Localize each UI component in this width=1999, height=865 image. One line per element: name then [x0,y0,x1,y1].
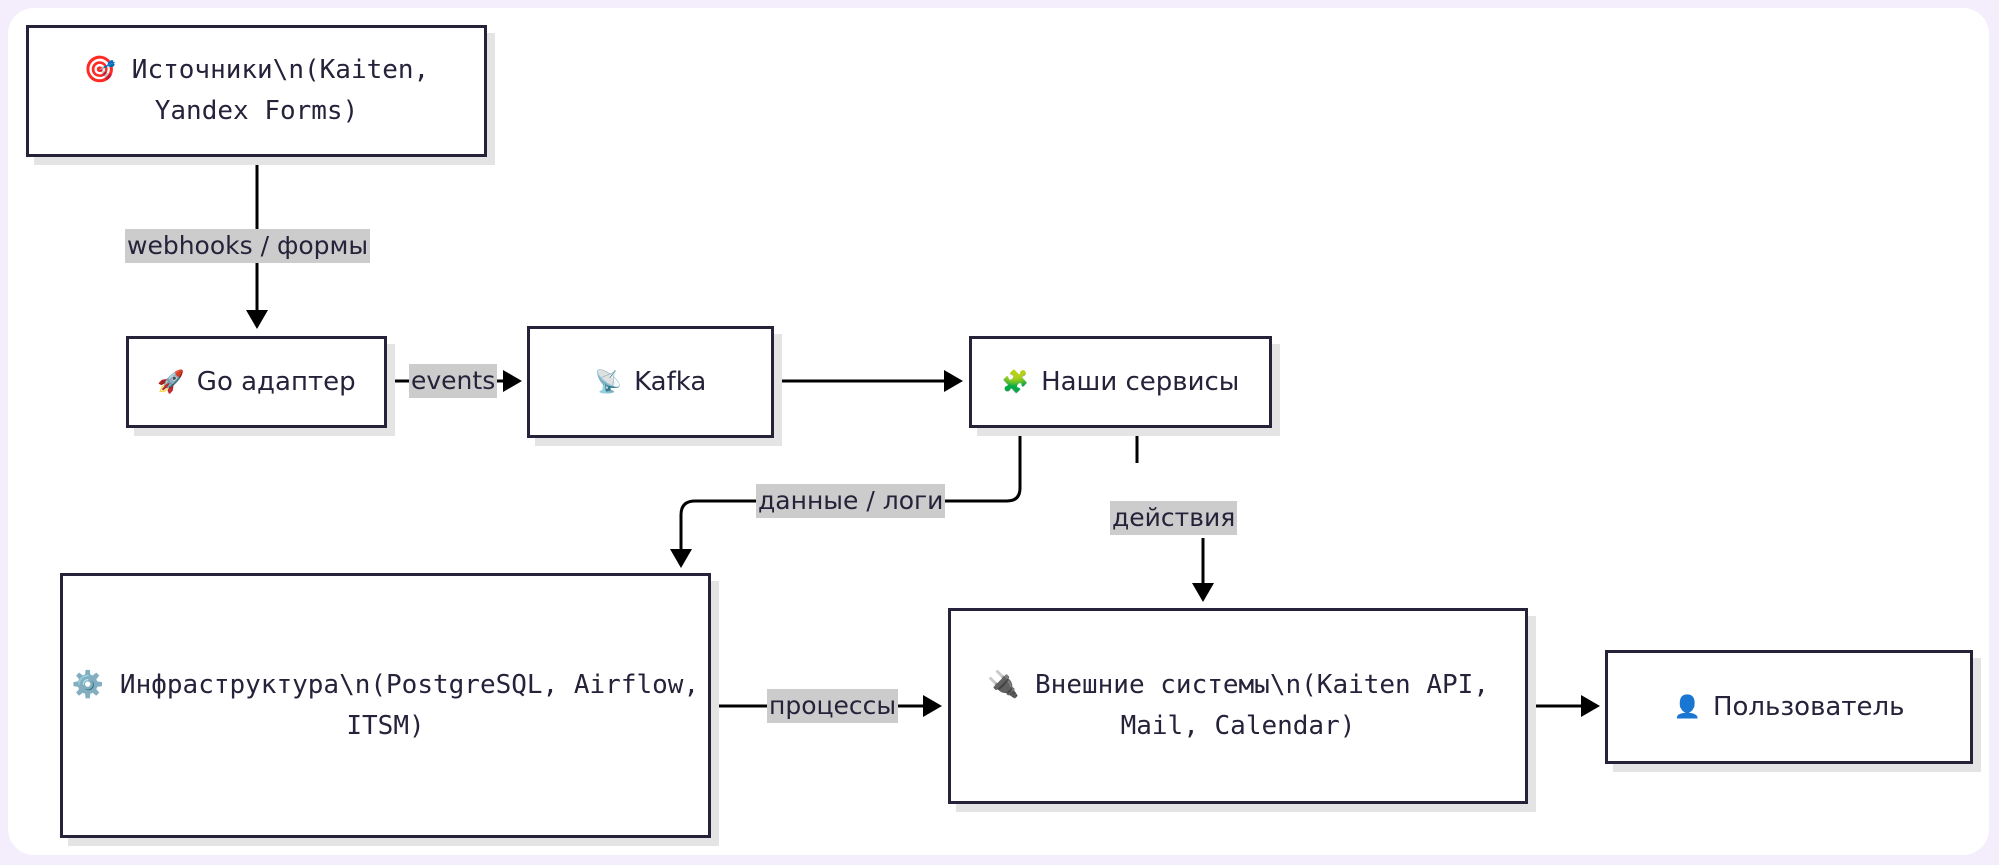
node-user-label: Пользователь [1712,691,1905,722]
node-services-label: Наши сервисы [1041,366,1240,397]
edge-label-events: events [409,364,498,398]
arrowhead-external [1192,583,1214,602]
edge-label-processes: процессы [767,689,899,723]
puzzle-icon: 🧩 [1001,369,1030,395]
node-infra-line1: Инфраструктура\n(PostgreSQL, Airflow, [119,669,700,700]
node-services: 🧩 Наши сервисы [969,336,1272,428]
edge-label-actions: действия [1110,501,1238,535]
node-sources-line2: Yandex Forms) [154,96,359,126]
node-external: 🔌 Внешние системы\n(Kaiten API, Mail, Ca… [948,608,1528,804]
edge-label-webhooks: webhooks / формы [125,229,371,263]
node-external-line2: Mail, Calendar) [1120,711,1356,741]
node-go-adapter: 🚀 Go адаптер [126,336,387,428]
node-sources: 🎯 Источники\n(Kaiten, Yandex Forms) [26,25,487,157]
node-sources-line1: Источники\n(Kaiten, [131,55,430,85]
user-icon: 👤 [1673,694,1701,720]
arrowhead-external-left [923,695,942,717]
arrowhead-services [944,370,963,392]
target-icon: 🎯 [83,55,117,85]
arrowhead-kafka [503,370,522,392]
node-user: 👤 Пользователь [1605,650,1973,764]
gear-icon: ⚙️ [71,669,105,700]
node-external-line1: Внешние системы\n(Kaiten API, [1035,670,1489,700]
node-infra: ⚙️ Инфраструктура\n(PostgreSQL, Airflow,… [60,573,711,838]
arrowhead-user [1581,695,1600,717]
edge-services-external [1135,427,1205,583]
satellite-icon: 📡 [594,369,623,395]
node-kafka-label: Kafka [634,366,707,397]
node-kafka: 📡 Kafka [527,326,774,438]
edge-label-data-logs: данные / логи [756,484,946,518]
arrowhead-go-adapter [246,310,268,329]
node-go-adapter-label: Go адаптер [196,366,356,397]
rocket-icon: 🚀 [157,369,185,395]
plug-icon: 🔌 [987,670,1020,700]
arrowhead-infra [670,549,692,568]
node-infra-line2: ITSM) [346,710,425,741]
